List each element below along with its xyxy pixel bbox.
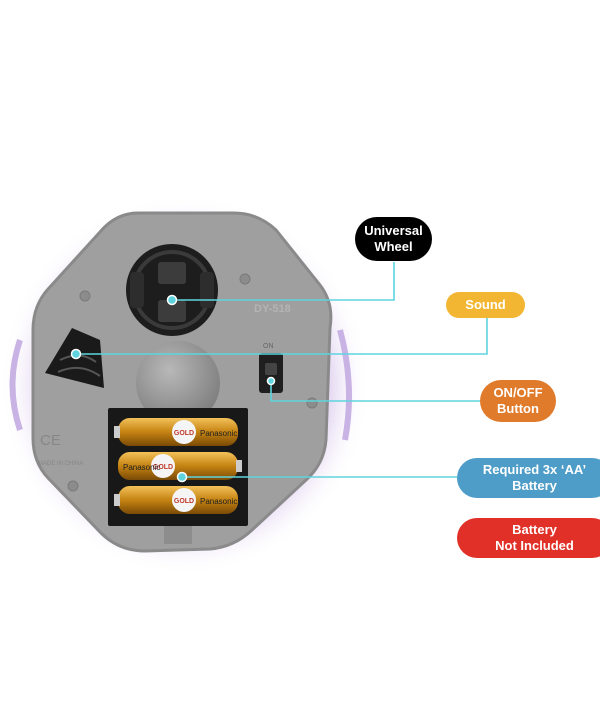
screw-hole-1	[79, 290, 91, 302]
universal-wheel	[126, 244, 218, 336]
model-number: DY-518	[254, 303, 291, 315]
dot-battery	[176, 471, 188, 483]
wheel-top	[158, 262, 186, 284]
battery-3: GOLD Panasonic	[114, 486, 238, 514]
dot-onoff	[266, 376, 276, 386]
leader-dots	[70, 294, 276, 483]
grille-slot-2	[57, 366, 101, 377]
battery-1-brand: Panasonic	[200, 429, 237, 438]
switch-knob	[265, 363, 277, 375]
wheel-roller-right	[200, 272, 214, 308]
dome-rim-right	[337, 329, 352, 441]
leader-wheel	[172, 262, 395, 301]
leader-sound	[76, 318, 488, 355]
dot-sound	[70, 348, 82, 360]
sound-label: Sound	[446, 292, 525, 318]
wheel-roller-left	[130, 272, 144, 308]
ce-mark: CE	[40, 432, 61, 449]
battery-1: GOLD Panasonic	[114, 418, 238, 446]
screw-hole-2	[239, 273, 251, 285]
made-in-text: MADE IN CHINA	[38, 461, 83, 467]
dome-rim-left	[9, 339, 23, 431]
screw-hole-3	[306, 397, 318, 409]
battery-3-brand: Panasonic	[200, 497, 237, 506]
switch-mark: ON	[263, 343, 274, 350]
battery-not-included-label: Battery Not Included	[457, 518, 600, 558]
center-cup	[136, 341, 220, 425]
battery-1-grade: GOLD	[174, 430, 194, 437]
onoff-button-label: ON/OFF Button	[480, 380, 556, 422]
battery-requirement-label: Required 3x ‘AA’ Battery	[457, 458, 600, 498]
leader-onoff	[270, 381, 480, 402]
wheel-bottom	[158, 300, 186, 322]
universal-wheel-label: Universal Wheel	[355, 217, 432, 261]
screw-hole-4	[67, 480, 79, 492]
compartment-latch	[164, 526, 192, 544]
battery-2-brand: Panasonic	[123, 463, 160, 472]
battery-2-grade: GOLD	[153, 464, 173, 471]
battery-3-grade: GOLD	[174, 498, 194, 505]
battery-2: GOLD Panasonic	[118, 452, 242, 480]
leader-lines	[76, 262, 488, 478]
dot-wheel	[166, 294, 178, 306]
